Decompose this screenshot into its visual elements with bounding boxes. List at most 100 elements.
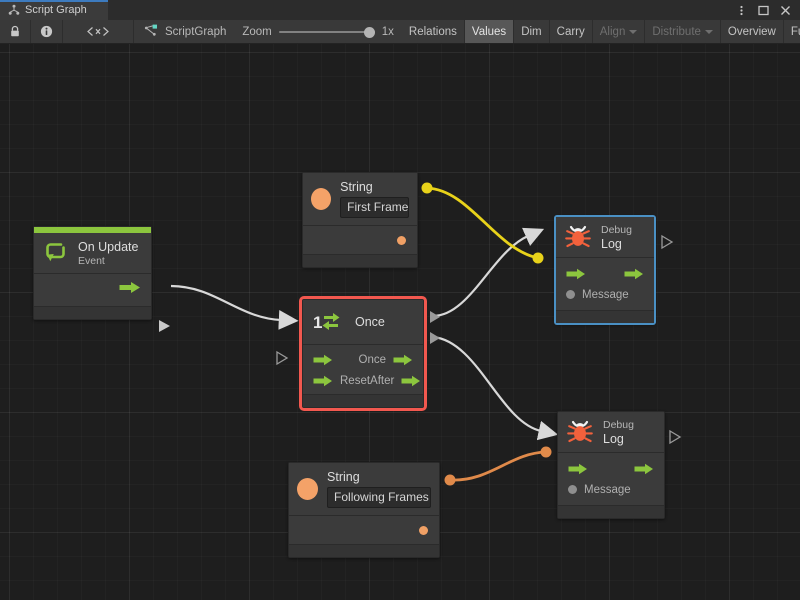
onupdate-output-nub bbox=[159, 320, 170, 332]
align-label: Align bbox=[599, 25, 626, 38]
script-graph-icon bbox=[8, 4, 20, 16]
dim-button[interactable]: Dim bbox=[514, 20, 550, 43]
on-update-event-icon bbox=[41, 239, 69, 267]
code-view-button[interactable] bbox=[63, 20, 134, 43]
node-title-block: Once bbox=[355, 315, 385, 329]
node-debug-log-top[interactable]: Debug Log bbox=[555, 216, 655, 324]
distribute-dropdown[interactable]: Distribute bbox=[645, 20, 721, 43]
message-input-port[interactable]: Message bbox=[566, 289, 629, 301]
debuglog-bottom-output-nub bbox=[669, 429, 682, 445]
zoom-label: Zoom bbox=[242, 25, 272, 38]
port-row-flow-out bbox=[34, 280, 151, 300]
flow-output-port-after[interactable]: After bbox=[370, 375, 421, 387]
lock-button[interactable] bbox=[0, 20, 31, 43]
overview-button[interactable]: Overview bbox=[721, 20, 784, 43]
flow-output-port[interactable] bbox=[119, 281, 141, 299]
value-output-port[interactable] bbox=[397, 235, 406, 245]
port-row-flow bbox=[558, 458, 664, 479]
port-label-reset: Reset bbox=[340, 374, 371, 387]
flow-output-nub-once[interactable] bbox=[430, 311, 440, 323]
flow-output-port[interactable] bbox=[624, 268, 644, 280]
port-row-enter-once: Once bbox=[303, 349, 423, 370]
node-title: Once bbox=[355, 315, 385, 329]
node-header: String Following Frames bbox=[289, 463, 439, 516]
node-header: Debug Log bbox=[556, 217, 654, 258]
value-input-dot bbox=[566, 290, 575, 299]
port-row-value-out bbox=[289, 520, 439, 540]
svg-text:1: 1 bbox=[313, 313, 322, 332]
wire-string-to-message-bottom bbox=[449, 450, 547, 482]
flow-output-nub[interactable] bbox=[669, 429, 682, 445]
port-label-once: Once bbox=[358, 353, 387, 366]
wire-endpoint-dot bbox=[532, 252, 544, 264]
node-footer bbox=[303, 254, 417, 267]
node-title: Log bbox=[601, 236, 622, 251]
node-footer bbox=[558, 505, 664, 518]
string-value-field[interactable]: First Frame bbox=[340, 197, 409, 218]
close-icon[interactable] bbox=[779, 4, 792, 17]
node-subtitle: Debug bbox=[603, 418, 634, 431]
node-once[interactable]: 1 Once Once bbox=[299, 296, 427, 411]
string-value-icon bbox=[311, 188, 332, 210]
string-value-field[interactable]: Following Frames bbox=[327, 487, 431, 508]
node-string-following-frames[interactable]: String Following Frames bbox=[288, 462, 440, 558]
graph-canvas[interactable]: On Update Event Strin bbox=[0, 44, 800, 600]
flow-input-nub-reset[interactable] bbox=[276, 350, 289, 366]
node-body: Once Reset After bbox=[303, 345, 423, 394]
node-title-block: Debug Log bbox=[601, 224, 632, 251]
node-header: On Update Event bbox=[34, 233, 151, 274]
tab-script-graph[interactable]: Script Graph bbox=[0, 0, 108, 20]
align-dropdown[interactable]: Align bbox=[593, 20, 646, 43]
node-on-update[interactable]: On Update Event bbox=[33, 226, 152, 320]
node-string-first-frame[interactable]: String First Frame bbox=[302, 172, 418, 268]
info-icon bbox=[40, 25, 53, 38]
zoom-value-label: 1x bbox=[381, 25, 394, 38]
zoom-slider-knob[interactable] bbox=[363, 26, 375, 38]
graph-name-display[interactable]: ScriptGraph bbox=[134, 20, 238, 43]
node-body: Message bbox=[558, 453, 664, 505]
flow-arrow-icon bbox=[119, 282, 140, 293]
flow-output-nub[interactable] bbox=[661, 234, 674, 250]
node-body bbox=[303, 226, 417, 254]
flow-input-port[interactable] bbox=[568, 463, 588, 475]
flow-input-port[interactable] bbox=[566, 268, 586, 280]
node-footer bbox=[34, 306, 151, 319]
zoom-control: Zoom 1x bbox=[238, 20, 402, 43]
flow-arrow-icon bbox=[568, 463, 587, 474]
value-output-port[interactable] bbox=[419, 525, 428, 535]
node-title: String bbox=[327, 470, 360, 484]
info-button[interactable] bbox=[31, 20, 63, 43]
lock-icon bbox=[11, 25, 19, 37]
distribute-label: Distribute bbox=[652, 25, 701, 38]
flow-output-nub[interactable] bbox=[159, 320, 170, 332]
wire-endpoint-dot bbox=[444, 474, 456, 486]
port-row-flow bbox=[556, 263, 654, 284]
graph-toolbar: ScriptGraph Zoom 1x Relations Values Dim… bbox=[0, 20, 800, 44]
wire-string-to-message-top bbox=[426, 186, 539, 260]
once-output-nubs bbox=[430, 311, 440, 344]
values-button[interactable]: Values bbox=[464, 20, 515, 43]
flow-output-port[interactable] bbox=[634, 463, 654, 475]
node-debug-log-bottom[interactable]: Debug Log bbox=[557, 411, 665, 519]
flow-input-port-reset[interactable]: Reset bbox=[313, 375, 370, 387]
flow-arrow-icon bbox=[401, 375, 421, 386]
zoom-slider[interactable] bbox=[278, 26, 375, 38]
node-title: String bbox=[340, 180, 373, 194]
wire-endpoint-dot bbox=[540, 446, 552, 458]
maximize-icon[interactable] bbox=[757, 4, 770, 17]
chevron-down-icon bbox=[629, 29, 638, 34]
port-label-after: After bbox=[370, 374, 395, 387]
node-subtitle: Debug bbox=[601, 223, 632, 236]
node-body bbox=[34, 274, 151, 306]
debuglog-top-output-nub bbox=[661, 234, 674, 250]
flow-output-nub-after[interactable] bbox=[430, 332, 440, 344]
port-row-reset-after: Reset After bbox=[303, 370, 423, 391]
kebab-menu-icon[interactable] bbox=[735, 4, 748, 17]
flow-output-port-once[interactable]: Once bbox=[359, 354, 414, 366]
flow-input-port-enter[interactable] bbox=[313, 354, 333, 366]
full-screen-button[interactable]: Full Screen bbox=[784, 20, 800, 43]
relations-button[interactable]: Relations bbox=[402, 20, 465, 43]
carry-button[interactable]: Carry bbox=[550, 20, 593, 43]
flow-arrow-icon bbox=[624, 268, 643, 279]
message-input-port[interactable]: Message bbox=[568, 484, 631, 496]
